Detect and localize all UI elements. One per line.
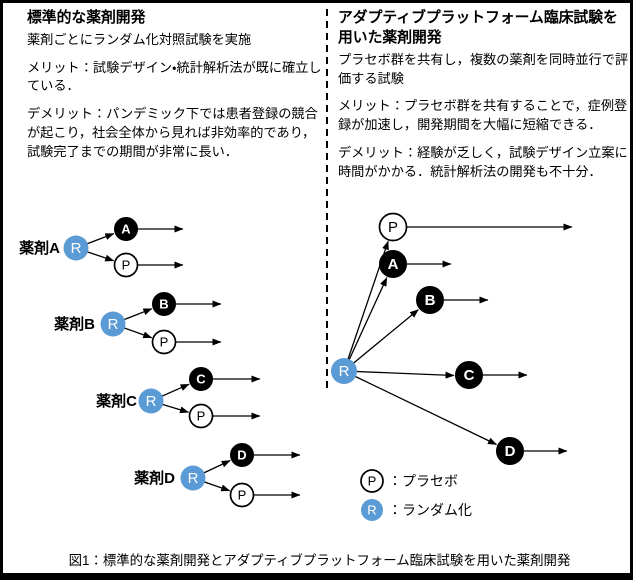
legend-randomization-label: ：ランダム化	[388, 502, 472, 518]
drug-node-circle	[189, 367, 213, 391]
legend-randomization-symbol: R	[367, 503, 376, 518]
legend-randomization-icon	[361, 499, 383, 521]
randomization-node-letter: R	[108, 316, 119, 333]
drug-node-circle	[152, 292, 176, 316]
placebo-node-circle	[229, 482, 255, 508]
legend-placebo-symbol: P	[368, 474, 377, 489]
right-diagram: R P A B C D	[331, 212, 573, 465]
drug-node-letter: C	[464, 367, 475, 384]
right-panel-text: アダプティブプラットフォーム臨床試験を用いた薬剤開発 プラセボ群を共有し，複数の…	[338, 9, 630, 181]
drug-row-label: 薬剤A	[18, 239, 60, 257]
drug-node-letter: D	[505, 443, 516, 460]
figure-caption: 図1：標準的な薬剤開発とアダプティブプラットフォーム臨床試験を用いた薬剤開発	[68, 553, 571, 568]
drug-node-circle	[496, 437, 524, 465]
drug-node-circle	[455, 361, 483, 389]
right-panel-subtitle: プラセボ群を共有し，複数の薬剤を同時並行で評価する試験	[338, 51, 629, 86]
figure-canvas: 薬剤A R A P 薬剤B R	[18, 9, 573, 521]
placebo-node-circle	[151, 329, 177, 355]
randomization-node-circle	[138, 388, 164, 414]
drug-node-letter: B	[425, 292, 436, 309]
drug-node-circle	[114, 217, 138, 241]
drug-node-letter: A	[388, 256, 399, 273]
left-panel-demerit: デメリット：パンデミック下では患者登録の競合が起こり，社会全体から見れば非効率的…	[27, 106, 318, 159]
placebo-node-circle	[378, 212, 408, 242]
right-panel-merit: メリット：プラセボ群を共有することで，症例登録が加速し，開発期間を大幅に短縮でき…	[338, 98, 628, 133]
trial-row-drug-b: 薬剤B R B P	[53, 292, 222, 355]
drug-node-circle	[230, 443, 254, 467]
trial-row-drug-a: 薬剤A R A P	[18, 217, 184, 278]
drug-node-letter: D	[237, 448, 246, 463]
randomize-to-drug-c-line	[343, 370, 455, 379]
placebo-node-letter: P	[197, 409, 206, 424]
placebo-node-circle	[113, 252, 139, 278]
trial-row-drug-c: 薬剤C R C P	[95, 367, 261, 429]
legend: P ：プラセボ R ：ランダム化	[360, 469, 472, 521]
drug-node-circle	[416, 286, 444, 314]
randomize-to-drug-a-line	[343, 277, 388, 372]
drug-row-label: 薬剤C	[95, 392, 137, 410]
right-panel-demerit: デメリット：経験が乏しく，試験デザイン立案に時間がかかる．統計解析法の開発も不十…	[338, 144, 628, 179]
randomize-to-drug-d-line	[343, 370, 497, 446]
randomize-to-drug-b-line	[343, 309, 419, 372]
trial-row-drug-d: 薬剤D R D P	[133, 443, 301, 508]
right-panel-title: アダプティブプラットフォーム臨床試験を用いた薬剤開発	[338, 10, 618, 46]
left-panel-merit: メリット：試験デザイン・統計解析法が既に確立している．	[27, 59, 322, 94]
randomization-node-circle	[180, 465, 206, 491]
randomization-node-letter: R	[71, 240, 82, 257]
drug-node-letter: A	[121, 222, 131, 237]
drug-node-letter: C	[196, 372, 206, 387]
legend-placebo-icon	[360, 469, 384, 493]
left-diagram: 薬剤A R A P 薬剤B R	[18, 217, 301, 508]
drug-row-label: 薬剤B	[53, 315, 95, 333]
left-panel-subtitle: 薬剤ごとにランダム化対照試験を実施	[27, 31, 252, 47]
randomization-node-letter: R	[339, 363, 350, 380]
randomization-node-circle	[331, 358, 357, 384]
left-panel-text: 標準的な薬剤開発 薬剤ごとにランダム化対照試験を実施 メリット：試験デザイン・統…	[27, 9, 325, 161]
legend-placebo-label: ：プラセボ	[388, 473, 458, 489]
drug-row-label: 薬剤D	[133, 469, 175, 487]
drug-node-letter: B	[159, 297, 168, 312]
drug-node-circle	[379, 250, 407, 278]
placebo-node-circle	[188, 403, 214, 429]
placebo-node-letter: P	[238, 488, 247, 503]
randomization-node-letter: R	[146, 393, 157, 410]
left-panel-title: 標準的な薬剤開発	[27, 10, 146, 26]
placebo-node-letter: P	[122, 258, 131, 273]
placebo-node-letter: P	[160, 335, 169, 350]
randomization-node-circle	[100, 311, 126, 337]
placebo-node-letter: P	[388, 219, 398, 236]
randomization-node-letter: R	[188, 470, 199, 487]
randomization-node-circle	[63, 235, 89, 261]
